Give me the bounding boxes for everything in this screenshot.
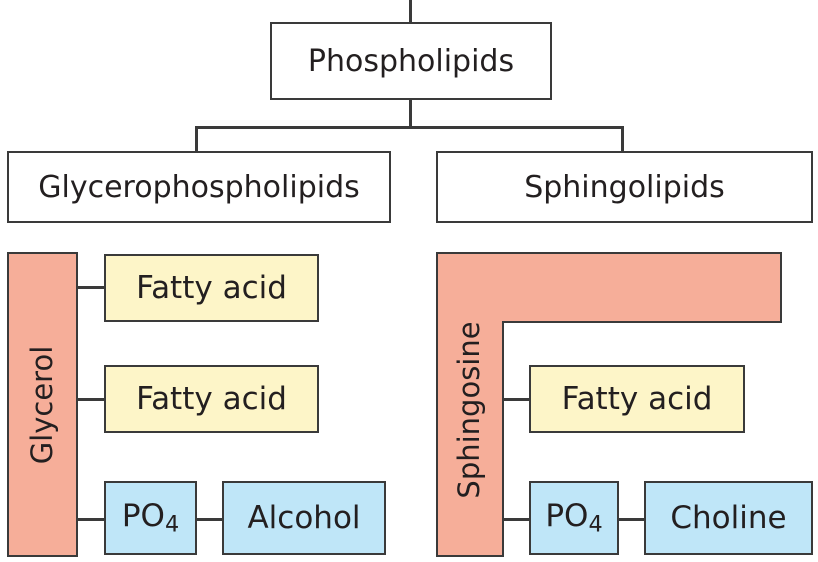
choline-box: Choline	[644, 481, 813, 555]
root-stem-line	[409, 0, 412, 22]
phosphate-choline-bond	[618, 518, 645, 521]
phospholipids-label: Phospholipids	[307, 43, 515, 79]
sphingo-fatty-acid-box: Fatty acid	[529, 365, 745, 433]
glycerol-fatty-acid-2-bond	[77, 398, 104, 401]
phospholipids-box: Phospholipids	[270, 22, 552, 100]
glycerol-backbone	[7, 252, 78, 557]
sphingosine-label: Sphingosine	[452, 321, 486, 499]
sphingolipids-label: Sphingolipids	[524, 169, 725, 205]
fatty-acid-box-1: Fatty acid	[104, 254, 319, 322]
phosphate-box-left: PO4	[104, 481, 197, 555]
sphingo-fatty-acid-label: Fatty acid	[561, 381, 713, 417]
alcohol-box: Alcohol	[222, 481, 386, 555]
alcohol-label: Alcohol	[247, 500, 361, 536]
phosphate-label-right: PO4	[545, 498, 603, 538]
sphingolipids-box: Sphingolipids	[436, 151, 813, 223]
branch-horizontal-line	[195, 126, 624, 129]
phosphate-label-left: PO4	[121, 498, 180, 538]
sphingosine-phosphate-bond	[503, 518, 530, 521]
root-down-line	[409, 100, 412, 128]
fatty-acid-box-2: Fatty acid	[104, 365, 319, 433]
phosphate-box-right: PO4	[529, 481, 619, 555]
glycerol-phosphate-bond	[77, 518, 104, 521]
choline-label: Choline	[670, 500, 787, 536]
glycerophospholipids-label: Glycerophospholipids	[38, 169, 360, 205]
sphingosine-fatty-acid-bond	[503, 398, 530, 401]
glycerophospholipids-box: Glycerophospholipids	[7, 151, 391, 223]
phosphate-alcohol-bond	[196, 518, 223, 521]
fatty-acid-label-2: Fatty acid	[136, 381, 287, 417]
fatty-acid-label-1: Fatty acid	[136, 270, 287, 306]
glycerol-fatty-acid-1-bond	[77, 286, 104, 289]
branch-right-line	[621, 126, 624, 151]
branch-left-line	[195, 126, 198, 151]
